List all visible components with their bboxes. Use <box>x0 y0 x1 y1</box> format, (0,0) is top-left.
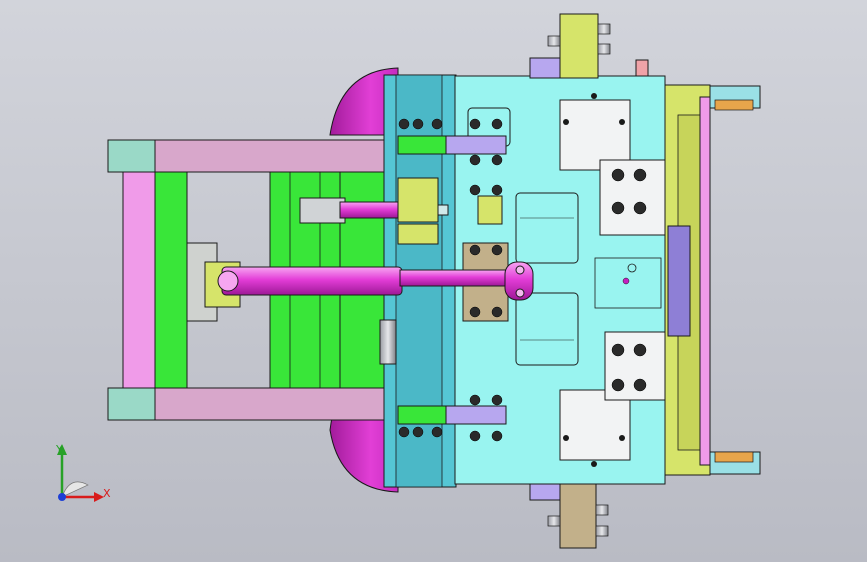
top-clamp <box>529 13 649 79</box>
magenta-dome-top <box>329 67 399 136</box>
main-cylinder <box>217 261 534 301</box>
axis-x-label: X <box>103 487 111 500</box>
bolts <box>398 93 647 467</box>
coordinate-triad <box>57 444 104 502</box>
triad-z-axis <box>58 493 66 501</box>
right-side-blocks <box>664 84 761 476</box>
bottom-clamp <box>529 483 609 549</box>
small-fixtures <box>379 177 439 365</box>
axis-y-label: Y <box>56 443 63 456</box>
